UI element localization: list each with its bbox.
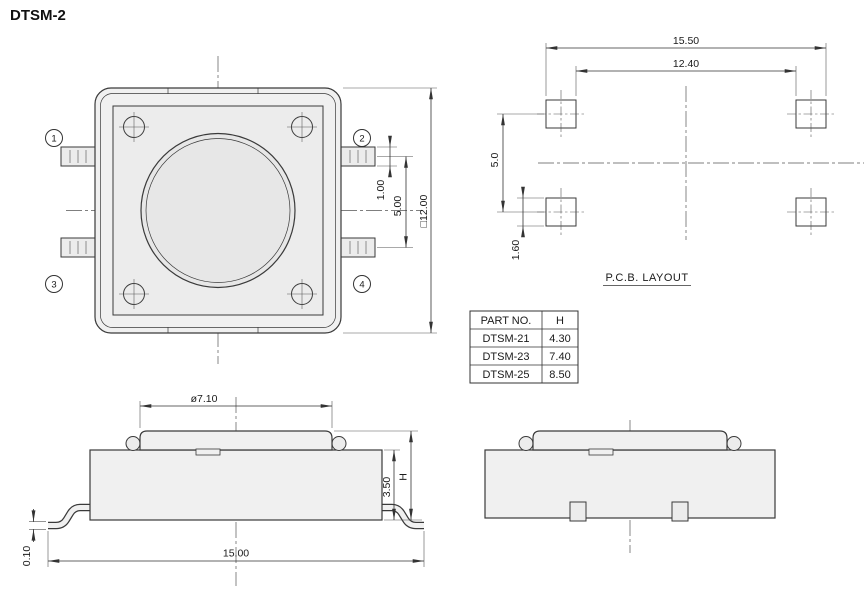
terminal-pin-1 [60,146,96,167]
table-gridlines [470,311,578,383]
dimension-pcb-inner-span: 12.40 [575,58,797,73]
pin-number-badge-2: 2 [353,129,371,147]
dim-label-pin-width: 1.00 [375,180,387,201]
pin-hatch-lines [349,150,367,163]
top-slot [588,448,614,456]
terminal-pin-4 [340,237,376,258]
dimension-pin-width: 1.00 [375,135,392,201]
lead-right [381,503,424,530]
table-cell-part-2: DTSM-25 [482,369,529,381]
rivet-crosshair [287,279,317,309]
pcb-pad-br [787,188,835,236]
smt-terminal-left [569,501,587,522]
lead-left [48,503,91,530]
pcb-extension-lines [497,43,827,227]
pin-number-badge-1: 1 [45,129,63,147]
dimension-pin-pitch: 5.00 [392,156,408,248]
table-header-h: H [556,315,564,327]
actuator-cap [532,430,728,451]
rivet-crosshair [119,112,149,142]
rivet-crosshair [287,112,317,142]
terminal-pin-3 [60,237,96,258]
pad-crosshair [537,90,585,138]
dim-label-outer-span: 15.50 [673,35,699,47]
corner-rivet-br [287,279,317,309]
side-body [484,449,776,519]
dimension-body-size: □12.00 [418,87,433,334]
switch-body-inner-edge [100,93,336,328]
table-cell-h-1: 7.40 [549,351,570,363]
terminal-pin-2 [340,146,376,167]
dim-label-overall-width: 15.00 [223,548,249,560]
dimension-actuator-diameter: ø7.10 [139,393,333,408]
dim-label-lead-thickness: 0.10 [21,546,33,567]
actuator-circle-inner [145,138,291,283]
dimension-total-height: H [398,430,413,521]
pcb-pad-tr [787,90,835,138]
corner-rivet-tr [287,112,317,142]
dim-label-body-size: □12.00 [418,195,430,228]
rivet-crosshair [119,279,149,309]
cap-peg-left [125,436,141,451]
dim-label-inner-span: 12.40 [673,58,699,70]
pin-number-label: 3 [51,280,56,291]
pcb-pad-tl [537,90,585,138]
dim-label-actuator-dia: ø7.10 [191,393,218,405]
side-body [89,449,383,521]
pad-crosshair [787,188,835,236]
pad-crosshair [787,90,835,138]
actuator-cap [139,430,333,451]
cap-peg-left [518,436,534,451]
part-number-table: PART NO. H DTSM-21 4.30 DTSM-23 7.40 DTS… [469,310,579,384]
pin-number-label: 4 [359,280,364,291]
table-cell-part-1: DTSM-23 [482,351,529,363]
side-view-smt [484,420,776,553]
cap-peg-right [331,436,347,451]
dim-label-pin-pitch: 5.00 [392,196,404,217]
table-cell-h-2: 8.50 [549,369,570,381]
dim-label-body-height: 3.50 [381,477,393,498]
dimension-pcb-row-pitch: 5.0 [489,113,505,213]
corner-rivet-bl [119,279,149,309]
table-cell-part-0: DTSM-21 [482,333,529,345]
pin-number-label: 1 [51,134,56,145]
dim-label-total-height: H [398,473,410,481]
cap-peg-right [726,436,742,451]
pin-hatch-lines [69,150,87,163]
dim-label-pad-size: 1.60 [510,240,522,261]
dimension-pcb-outer-span: 15.50 [545,35,827,50]
body-notch-lines [167,88,259,333]
smt-terminal-right [671,501,689,522]
pad-crosshair [537,188,585,236]
actuator-circle [140,132,296,289]
badge-circle [353,275,371,293]
dimension-overall-width: 15.00 [47,548,425,563]
dimension-body-height: 3.50 [381,449,396,521]
table-header-part: PART NO. [481,315,532,327]
pin-number-badge-3: 3 [45,275,63,293]
top-slot [195,448,221,456]
pin-hatch-lines [69,241,87,254]
pcb-pad-bl [537,188,585,236]
corner-rivet-tl [119,112,149,142]
top-view: 1 2 3 4 1.00 5.00 □12.00 [45,56,437,364]
side-view-front: ø7.10 3.50 H 0.10 15.00 [21,393,425,586]
sideview-extension-lines [29,401,425,567]
badge-circle [353,129,371,147]
badge-circle [45,129,63,147]
badge-circle [45,275,63,293]
dimension-pcb-pad-size: 1.60 [510,186,525,261]
drawing-title: DTSM-2 [10,7,66,24]
pcb-layout-view: 15.50 12.40 5.0 1.60 P.C.B. LAYOUT [489,35,864,286]
pin-number-label: 2 [359,134,364,145]
table-cell-h-0: 4.30 [549,333,570,345]
topview-extension-lines [343,87,437,334]
pin-hatch-lines [349,241,367,254]
lead-core [48,505,91,528]
dimension-lead-thickness: 0.10 [21,509,36,567]
pcb-layout-caption: P.C.B. LAYOUT [605,272,688,284]
dim-label-row-pitch: 5.0 [489,153,501,168]
pin-number-badge-4: 4 [353,275,371,293]
